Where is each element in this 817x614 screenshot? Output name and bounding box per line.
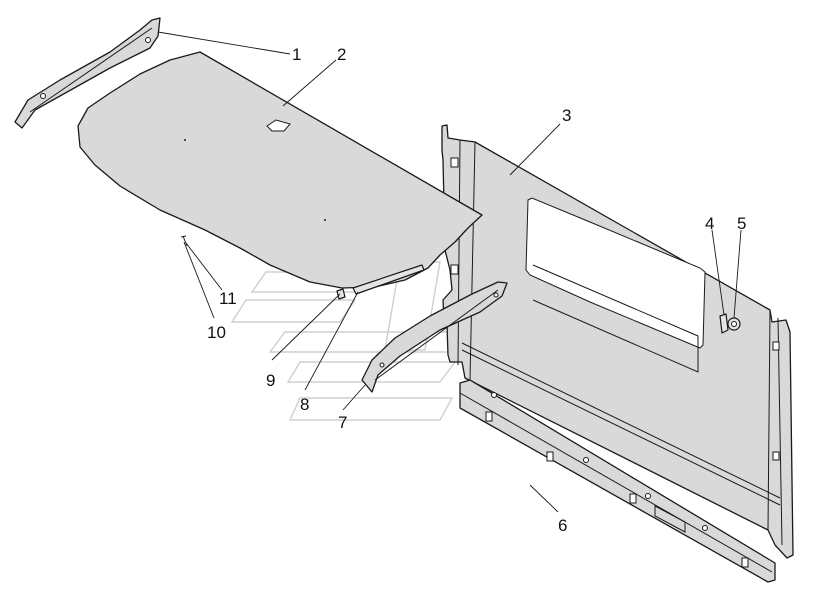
part-7-pillar-trim <box>361 281 508 393</box>
callout-7: 7 <box>338 413 347 432</box>
callout-10: 10 <box>207 323 226 342</box>
part-6-lower-strip <box>459 379 776 583</box>
callout-3: 3 <box>562 106 571 125</box>
part-5-fastener <box>727 317 741 331</box>
callout-11: 11 <box>219 289 237 308</box>
callout-8: 8 <box>300 395 309 414</box>
part-3-side-panel <box>441 124 794 559</box>
part-1-corner-trim <box>14 17 161 129</box>
callout-6: 6 <box>558 516 567 535</box>
callout-5: 5 <box>737 214 746 233</box>
callout-2: 2 <box>337 45 346 64</box>
callout-1: 1 <box>292 45 301 64</box>
part-8-seal-strip <box>352 264 425 295</box>
part-10-11-fasteners <box>180 235 188 247</box>
part-2-roof-panel <box>77 51 483 289</box>
leader-lines <box>157 31 742 513</box>
part-9-bracket <box>336 288 346 300</box>
part-4-clip <box>719 313 729 334</box>
callout-9: 9 <box>266 371 275 390</box>
callout-4: 4 <box>705 214 714 233</box>
